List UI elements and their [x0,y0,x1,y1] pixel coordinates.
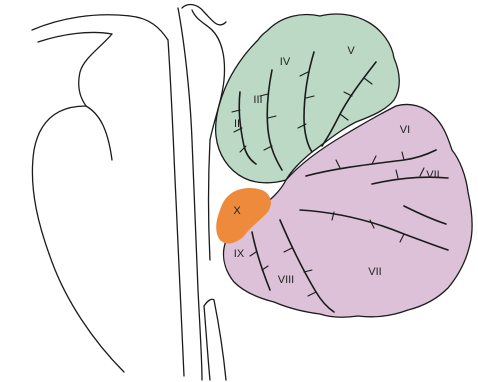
label-lobule-viii: VIII [278,274,295,286]
label-lobule-x: X [233,205,241,217]
label-lobule-ix: IX [234,248,245,260]
label-lobule-vi: VI [400,124,410,136]
label-lobule-vii-upper: VII [426,169,439,181]
label-lobule-ii: II [234,118,240,130]
brainstem-outline [32,5,226,380]
label-lobule-iv: IV [280,56,291,68]
label-lobule-v: V [347,45,355,57]
label-lobule-vii-lower: VII [368,266,381,278]
label-lobule-iii: III [253,94,262,106]
